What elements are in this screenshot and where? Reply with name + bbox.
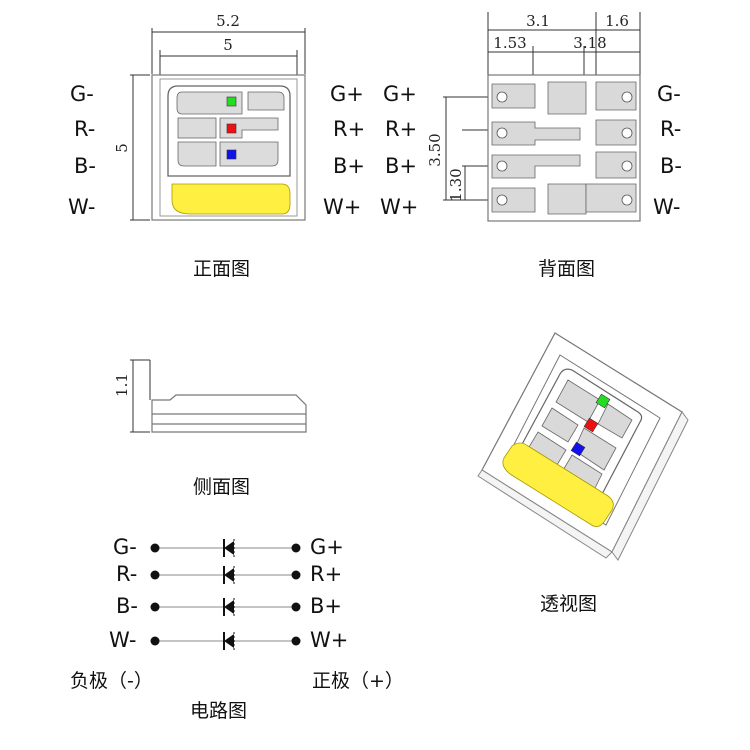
perspective-package bbox=[477, 332, 689, 561]
side-view-caption: 侧面图 bbox=[193, 476, 251, 498]
circuit-row-w bbox=[150, 632, 301, 650]
side-package bbox=[151, 394, 307, 433]
circuit-neg-r: R- bbox=[116, 562, 138, 586]
back-pin-right-w: W- bbox=[653, 195, 681, 219]
front-view-caption: 正面图 bbox=[193, 258, 251, 280]
front-pin-left-g: G- bbox=[70, 82, 94, 106]
front-green-chip bbox=[226, 96, 237, 107]
front-blue-chip bbox=[226, 149, 237, 160]
back-pin-left-r: R+ bbox=[385, 117, 418, 141]
circuit-pos-r: R+ bbox=[310, 562, 343, 586]
circuit-row-g bbox=[150, 539, 301, 557]
front-red-chip bbox=[226, 123, 237, 134]
circuit-caption: 电路图 bbox=[190, 700, 248, 722]
back-package bbox=[487, 74, 641, 222]
circuit-pos-b: B+ bbox=[310, 594, 343, 618]
front-dim-left: 5 bbox=[113, 143, 131, 153]
back-pin-left-w: W+ bbox=[380, 195, 419, 219]
circuit-neg-g: G- bbox=[113, 535, 137, 559]
back-dim-vertical-outer: 3.50 bbox=[426, 133, 444, 166]
front-pin-right-w: W+ bbox=[323, 195, 362, 219]
front-package bbox=[151, 74, 306, 221]
back-pin-left-b: B+ bbox=[385, 154, 418, 178]
back-dim-top-left: 3.1 bbox=[526, 12, 550, 30]
back-pin-left-g: G+ bbox=[383, 82, 417, 106]
circuit-row-b bbox=[150, 598, 301, 616]
front-pin-right-r: R+ bbox=[333, 117, 366, 141]
perspective-view-caption: 透视图 bbox=[540, 593, 598, 615]
front-pin-left-r: R- bbox=[74, 117, 96, 141]
front-pin-left-b: B- bbox=[74, 154, 96, 178]
back-dim-top-right: 1.6 bbox=[605, 12, 629, 30]
back-dim-sub-left: 1.53 bbox=[493, 34, 526, 52]
perspective-white-chip bbox=[502, 442, 614, 527]
circuit-pos-w: W+ bbox=[310, 628, 349, 652]
front-pin-left-w: W- bbox=[68, 195, 96, 219]
front-dim-top-inner: 5 bbox=[223, 36, 233, 54]
back-dim-sub-right: 3.18 bbox=[573, 34, 606, 52]
back-pin-right-r: R- bbox=[660, 117, 682, 141]
back-view-caption: 背面图 bbox=[538, 258, 596, 280]
front-pin-right-g: G+ bbox=[330, 82, 364, 106]
perspective-green-chip bbox=[595, 393, 611, 409]
side-dim-height: 1.1 bbox=[113, 373, 131, 397]
front-white-chip bbox=[171, 183, 291, 215]
perspective-blue-chip bbox=[570, 441, 586, 457]
circuit-pos-g: G+ bbox=[310, 535, 344, 559]
circuit-row-r bbox=[150, 566, 301, 584]
positive-terminal-label: 正极（+） bbox=[312, 670, 404, 692]
circuit-neg-w: W- bbox=[109, 628, 137, 652]
perspective-red-chip bbox=[583, 417, 599, 433]
negative-terminal-label: 负极（-） bbox=[70, 670, 153, 692]
back-pin-right-g: G- bbox=[657, 82, 681, 106]
circuit-diagram bbox=[150, 539, 301, 650]
front-dim-top-outer: 5.2 bbox=[216, 12, 240, 30]
back-pin-right-b: B- bbox=[660, 154, 682, 178]
front-pin-right-b: B+ bbox=[333, 154, 366, 178]
back-dim-vertical-inner: 1.30 bbox=[447, 168, 465, 201]
circuit-neg-b: B- bbox=[116, 594, 138, 618]
